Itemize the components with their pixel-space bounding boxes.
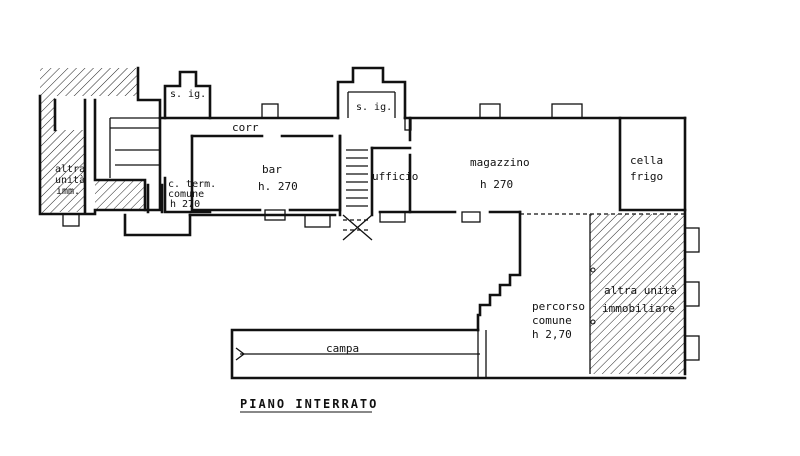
label-imm-left: imm.	[56, 186, 80, 197]
label-sig-right: s. ig.	[356, 102, 392, 113]
hatch-left-unit	[55, 130, 85, 212]
hatch-left-main	[40, 96, 55, 214]
label-frigo: frigo	[630, 170, 663, 183]
label-altra-left: altra	[55, 164, 85, 175]
label-immobiliare-right: immobiliare	[602, 302, 675, 315]
label-bar-height: h. 270	[258, 180, 298, 193]
label-c-term-comune: comune	[168, 189, 204, 200]
hatched-areas	[40, 68, 684, 374]
label-sig-left: s. ig.	[170, 89, 206, 100]
plan-title: PIANO INTERRATO	[240, 397, 378, 411]
label-c-term: c. term.	[168, 179, 216, 190]
label-magazzino-height: h 270	[480, 178, 513, 191]
hatch-left-top	[40, 68, 138, 96]
label-corr: corr	[232, 121, 259, 134]
hatch-right-unit	[590, 214, 684, 374]
label-c-term-height: h 270	[170, 199, 200, 210]
label-percorso-height: h 2,70	[532, 328, 572, 341]
label-unita-left: unità	[55, 174, 85, 186]
label-ufficio: ufficio	[372, 170, 418, 183]
label-bar: bar	[262, 163, 282, 176]
label-altra-unita-right: altra unità	[604, 284, 677, 297]
label-cella: cella	[630, 154, 663, 167]
label-campa: campa	[326, 342, 359, 355]
label-percorso: percorso	[532, 300, 585, 313]
walls	[38, 66, 700, 380]
label-magazzino: magazzino	[470, 156, 530, 169]
label-comune: comune	[532, 314, 572, 327]
hatch-left-lower	[95, 180, 145, 210]
room-labels: s. ig. s. ig. corr bar h. 270 c. term. c…	[55, 89, 677, 355]
